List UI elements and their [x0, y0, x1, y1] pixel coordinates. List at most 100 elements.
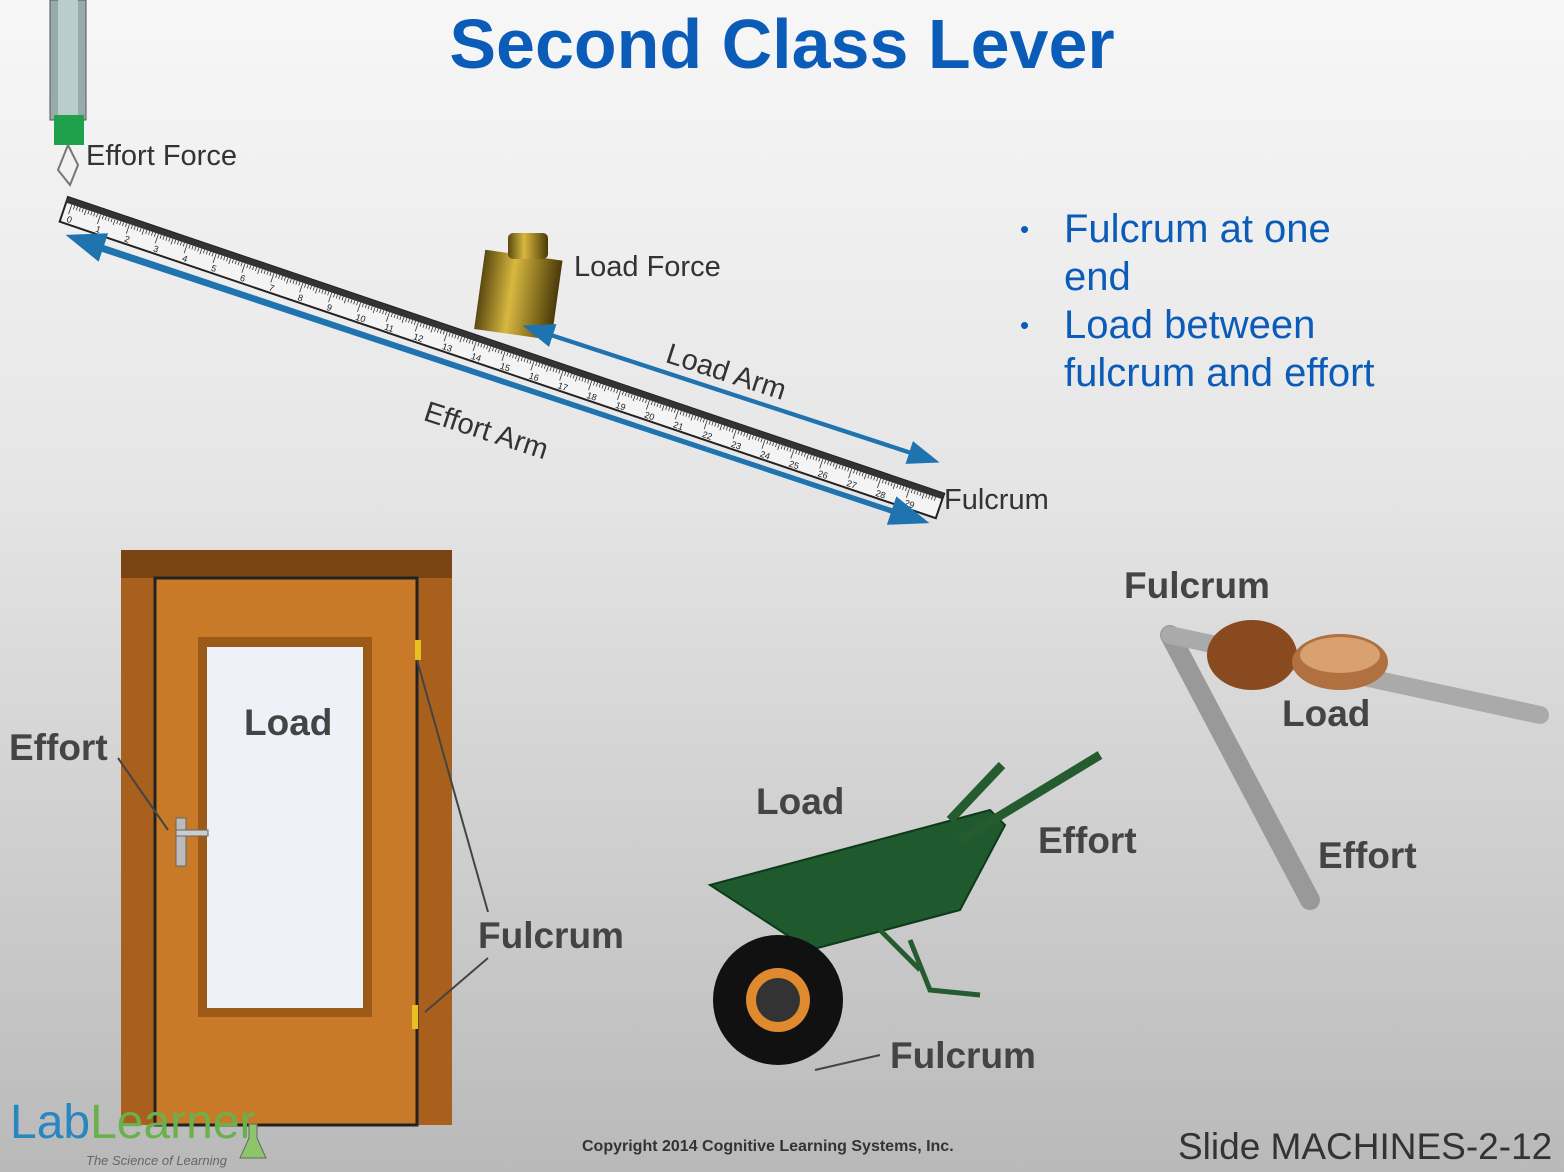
ruler-tick	[97, 214, 102, 224]
ruler-tick	[437, 328, 440, 333]
effort-force-label: Effort Force	[86, 140, 237, 172]
wheelbarrow-illustration	[707, 751, 1103, 1071]
ruler-tick	[376, 308, 379, 313]
ruler-tick	[931, 495, 934, 500]
ruler-tick	[777, 444, 780, 450]
ruler-tick	[627, 393, 630, 398]
ruler-tick	[632, 395, 636, 402]
ruler-tick	[405, 317, 408, 322]
ruler-tick	[535, 361, 538, 366]
ruler-tick	[723, 425, 726, 430]
ruler-tick	[246, 264, 249, 269]
ruler-tick	[488, 346, 492, 353]
ruler-tick	[616, 389, 619, 394]
ruler-tick	[881, 479, 884, 484]
ruler-tick	[145, 229, 148, 234]
ruler-tick	[593, 381, 596, 386]
ruler-tick	[555, 368, 558, 373]
ruler-tick	[312, 286, 315, 291]
ruler-tick	[390, 313, 393, 318]
ruler-tick	[257, 268, 260, 274]
ruler-tick	[176, 240, 180, 245]
ruler-number: 11	[383, 322, 395, 334]
ruler-number: 10	[354, 312, 367, 325]
ruler-tick	[867, 474, 870, 479]
ruler-tick	[260, 269, 263, 274]
ruler-tick	[385, 312, 390, 322]
ruler-tick	[748, 434, 752, 441]
ruler-tick	[884, 480, 887, 485]
ruler-tick	[419, 322, 422, 327]
ruler-tick	[104, 216, 107, 221]
ruler-tick	[702, 418, 705, 423]
ruler-number: 5	[210, 263, 218, 274]
ruler-tick	[480, 343, 483, 348]
ruler-tick	[575, 375, 578, 382]
ruler-tick	[653, 402, 656, 407]
ruler-tick	[737, 430, 740, 435]
ruler-tick	[546, 365, 549, 372]
ruler-tick	[442, 330, 445, 335]
ruler-number: 16	[528, 371, 541, 384]
door-load-label: Load	[244, 702, 333, 743]
ruler-tick	[876, 477, 879, 482]
ruler-tick	[853, 469, 856, 474]
ruler-tick	[119, 221, 122, 226]
ruler-tick	[526, 358, 529, 364]
ruler-tick	[783, 446, 786, 451]
ruler-tick	[847, 467, 850, 472]
ruler-tick	[361, 303, 364, 308]
ruler-number: 21	[672, 419, 685, 432]
ruler-tick	[451, 333, 454, 338]
ruler-tick	[226, 257, 229, 262]
ruler-tick	[812, 455, 815, 460]
ruler-tick	[463, 337, 466, 342]
ruler-tick	[740, 431, 743, 436]
ruler-tick	[639, 397, 642, 402]
ruler-tick	[228, 258, 232, 265]
ruler-tick	[732, 429, 737, 440]
ruler-tick	[93, 212, 96, 217]
ruler-tick	[642, 398, 645, 403]
ruler-tick	[347, 298, 350, 303]
ruler-number: 7	[268, 283, 276, 294]
slide-number: Slide MACHINES-2-12	[1178, 1126, 1553, 1167]
ruler-tick	[379, 309, 382, 314]
ruler-tick	[170, 238, 174, 245]
ruler-tick	[673, 408, 676, 413]
nutcracker-load-label: Load	[1282, 693, 1371, 734]
ruler-tick	[668, 406, 671, 411]
flask-icon	[239, 1123, 267, 1159]
ruler-tick	[350, 299, 353, 304]
ruler-tick	[786, 446, 789, 452]
ruler-number: 20	[643, 410, 656, 423]
ruler-tick	[751, 435, 754, 440]
ruler-tick	[401, 316, 405, 323]
ruler-tick	[454, 334, 457, 339]
ruler-tick	[199, 248, 203, 255]
ruler-tick	[270, 272, 275, 283]
ruler-tick	[541, 363, 544, 368]
ruler-tick	[650, 401, 653, 406]
ruler-tick	[90, 211, 93, 216]
ruler-tick	[112, 219, 116, 226]
lever-diagram: 0123456789101112131415161718192021222324…	[49, 0, 946, 525]
ruler-tick	[848, 468, 853, 479]
lablearner-logo: LabLearner The Science of Learning	[10, 1096, 280, 1172]
ruler-tick	[471, 340, 474, 345]
walnut	[1207, 620, 1297, 690]
ruler-number: 0	[65, 214, 73, 225]
ruler-tick	[775, 443, 778, 448]
ruler-tick	[538, 362, 541, 367]
nutcracker-illustration	[1160, 620, 1549, 910]
wheelbarrow-effort-label: Effort	[1038, 820, 1137, 861]
ruler-tick	[110, 218, 113, 223]
ruler-tick	[933, 496, 936, 501]
ruler-tick	[760, 438, 763, 443]
ruler-tick	[558, 369, 561, 374]
ruler: 0123456789101112131415161718192021222324…	[58, 195, 946, 520]
ruler-tick	[477, 342, 480, 347]
ruler-tick	[174, 239, 177, 244]
ruler-tick	[234, 260, 237, 265]
ruler-tick	[364, 304, 367, 309]
